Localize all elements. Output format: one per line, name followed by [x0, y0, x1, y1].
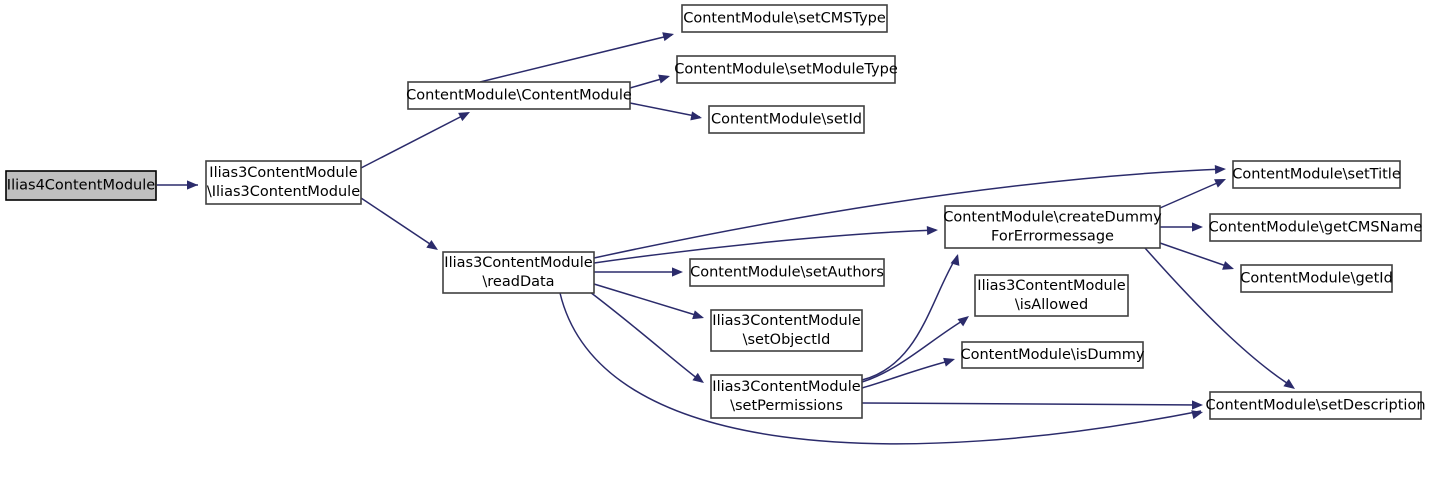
- node-box-setcmstype[interactable]: [681, 4, 888, 33]
- graph-node-contentmodule-ctor[interactable]: ContentModule\ContentModule: [406, 81, 632, 110]
- node-label-ilias3contentmodule-ctor: Ilias3ContentModule: [209, 165, 357, 181]
- edge-arrowhead-icon: [187, 180, 198, 190]
- node-label-setauthors: ContentModule\setAuthors: [690, 265, 884, 281]
- edge-arrowhead-icon: [658, 74, 670, 84]
- call-edge-ilias3contentmodule-ctor-to-contentmodule-ctor: [360, 112, 469, 169]
- node-box-setauthors[interactable]: [689, 258, 885, 287]
- graph-node-ilias3contentmodule-ctor[interactable]: Ilias3ContentModule \Ilias3ContentModule: [205, 160, 362, 205]
- edge-arrowhead-icon: [1191, 410, 1203, 420]
- node-label-setobjectid: \setObjectId: [743, 332, 831, 348]
- call-edge-ilias3contentmodule-ctor-to-readdata: [360, 197, 437, 249]
- edge-arrowhead-icon: [692, 310, 704, 320]
- node-box-setpermissions[interactable]: [710, 374, 863, 419]
- node-label-ilias4contentmodule: Ilias4ContentModule: [7, 178, 155, 194]
- node-box-setdescription[interactable]: [1209, 391, 1422, 420]
- call-edge-readdata-to-settitle: [593, 168, 1225, 259]
- edge-layer: [157, 34, 1294, 445]
- call-edge-readdata-to-setobjectid: [593, 283, 703, 318]
- node-box-ilias4contentmodule[interactable]: [5, 170, 157, 201]
- node-box-setobjectid[interactable]: [710, 309, 863, 352]
- node-label-isdummy: ContentModule\isDummy: [960, 347, 1144, 363]
- node-label-setcmstype: ContentModule\setCMSType: [683, 11, 886, 27]
- node-label-setpermissions: Ilias3ContentModule: [712, 379, 860, 395]
- edge-arrowhead-icon: [943, 357, 955, 367]
- node-box-isdummy[interactable]: [961, 341, 1144, 369]
- node-box-contentmodule-ctor[interactable]: [407, 81, 631, 110]
- call-edge-createdummy-to-settitle: [1159, 179, 1225, 209]
- edge-arrowhead-icon: [1283, 378, 1295, 389]
- node-box-createdummy[interactable]: [944, 205, 1161, 249]
- graph-node-setauthors[interactable]: ContentModule\setAuthors: [689, 258, 885, 287]
- node-label-readdata: \readData: [482, 274, 554, 290]
- graph-node-settitle[interactable]: ContentModule\setTitle: [1232, 160, 1401, 189]
- graph-node-isdummy[interactable]: ContentModule\isDummy: [960, 341, 1145, 369]
- node-box-getcmsname[interactable]: [1209, 213, 1422, 242]
- graph-node-setdescription[interactable]: ContentModule\setDescription: [1205, 391, 1426, 420]
- node-label-readdata: Ilias3ContentModule: [444, 255, 592, 271]
- edge-arrowhead-icon: [426, 240, 438, 250]
- edge-arrowhead-icon: [1192, 400, 1203, 410]
- node-label-createdummy: ContentModule\createDummy: [943, 210, 1162, 226]
- call-edge-contentmodule-ctor-to-setcmstype: [479, 34, 673, 83]
- edge-arrowhead-icon: [1222, 261, 1234, 270]
- node-label-isallowed: \isAllowed: [1015, 297, 1088, 313]
- node-label-isallowed: Ilias3ContentModule: [977, 278, 1125, 294]
- graph-node-getcmsname[interactable]: ContentModule\getCMSName: [1209, 213, 1423, 242]
- edge-arrowhead-icon: [690, 111, 702, 121]
- node-box-setid[interactable]: [708, 105, 865, 134]
- node-label-setmoduletype: ContentModule\setModuleType: [674, 62, 898, 78]
- edge-arrowhead-icon: [950, 254, 960, 266]
- edge-arrowhead-icon: [692, 372, 704, 383]
- node-box-ilias3contentmodule-ctor[interactable]: [205, 160, 362, 205]
- node-layer: Ilias4ContentModuleIlias3ContentModule\I…: [5, 4, 1426, 420]
- edge-arrowhead-icon: [662, 32, 674, 42]
- graph-node-ilias4contentmodule[interactable]: Ilias4ContentModule: [5, 170, 157, 201]
- graph-node-setpermissions[interactable]: Ilias3ContentModule \setPermissions: [710, 374, 863, 419]
- arrowhead-layer: [187, 32, 1295, 420]
- call-edge-setpermissions-to-createdummy: [861, 255, 958, 381]
- node-box-setmoduletype[interactable]: [676, 55, 896, 84]
- graph-node-setobjectid[interactable]: Ilias3ContentModule \setObjectId: [710, 309, 863, 352]
- node-label-contentmodule-ctor: ContentModule\ContentModule: [406, 88, 632, 104]
- call-edge-readdata-to-setpermissions: [589, 291, 703, 383]
- call-edge-setpermissions-to-setdescription: [861, 402, 1202, 406]
- graph-node-getid[interactable]: ContentModule\getId: [1240, 264, 1393, 293]
- graph-node-setcmstype[interactable]: ContentModule\setCMSType: [681, 4, 888, 33]
- node-label-setdescription: ContentModule\setDescription: [1205, 398, 1425, 414]
- node-box-settitle[interactable]: [1232, 160, 1401, 189]
- edge-arrowhead-icon: [458, 112, 470, 122]
- edge-arrowhead-icon: [1192, 222, 1203, 232]
- node-label-settitle: ContentModule\setTitle: [1232, 167, 1401, 183]
- edge-arrowhead-icon: [926, 225, 938, 236]
- edge-arrowhead-icon: [1214, 179, 1226, 188]
- edge-arrowhead-icon: [672, 267, 683, 277]
- node-label-getcmsname: ContentModule\getCMSName: [1209, 220, 1423, 236]
- graph-node-setmoduletype[interactable]: ContentModule\setModuleType: [674, 55, 898, 84]
- edge-arrowhead-icon: [1214, 164, 1226, 175]
- node-box-isallowed[interactable]: [974, 274, 1129, 317]
- node-label-getid: ContentModule\getId: [1240, 271, 1393, 287]
- node-label-ilias3contentmodule-ctor: \Ilias3ContentModule: [207, 184, 360, 200]
- edge-arrowhead-icon: [957, 316, 969, 327]
- graph-node-setid[interactable]: ContentModule\setId: [708, 105, 865, 134]
- graph-node-readdata[interactable]: Ilias3ContentModule \readData: [442, 251, 595, 294]
- call-edge-contentmodule-ctor-to-setid: [629, 102, 701, 118]
- node-label-setpermissions: \setPermissions: [730, 398, 843, 414]
- call-edge-createdummy-to-getid: [1159, 242, 1233, 269]
- call-edge-setpermissions-to-isallowed: [861, 317, 968, 383]
- call-edge-readdata-to-setdescription: [559, 292, 1202, 445]
- node-box-getid[interactable]: [1240, 264, 1393, 293]
- node-box-readdata[interactable]: [442, 251, 595, 294]
- graph-node-isallowed[interactable]: Ilias3ContentModule \isAllowed: [974, 274, 1129, 317]
- call-edge-setpermissions-to-isdummy: [861, 359, 954, 389]
- node-label-setobjectid: Ilias3ContentModule: [712, 313, 860, 329]
- node-label-createdummy: ForErrormessage: [991, 229, 1114, 245]
- node-label-setid: ContentModule\setId: [711, 112, 862, 128]
- call-edge-createdummy-to-setdescription: [1144, 247, 1294, 388]
- call-edge-readdata-to-createdummy: [593, 229, 937, 264]
